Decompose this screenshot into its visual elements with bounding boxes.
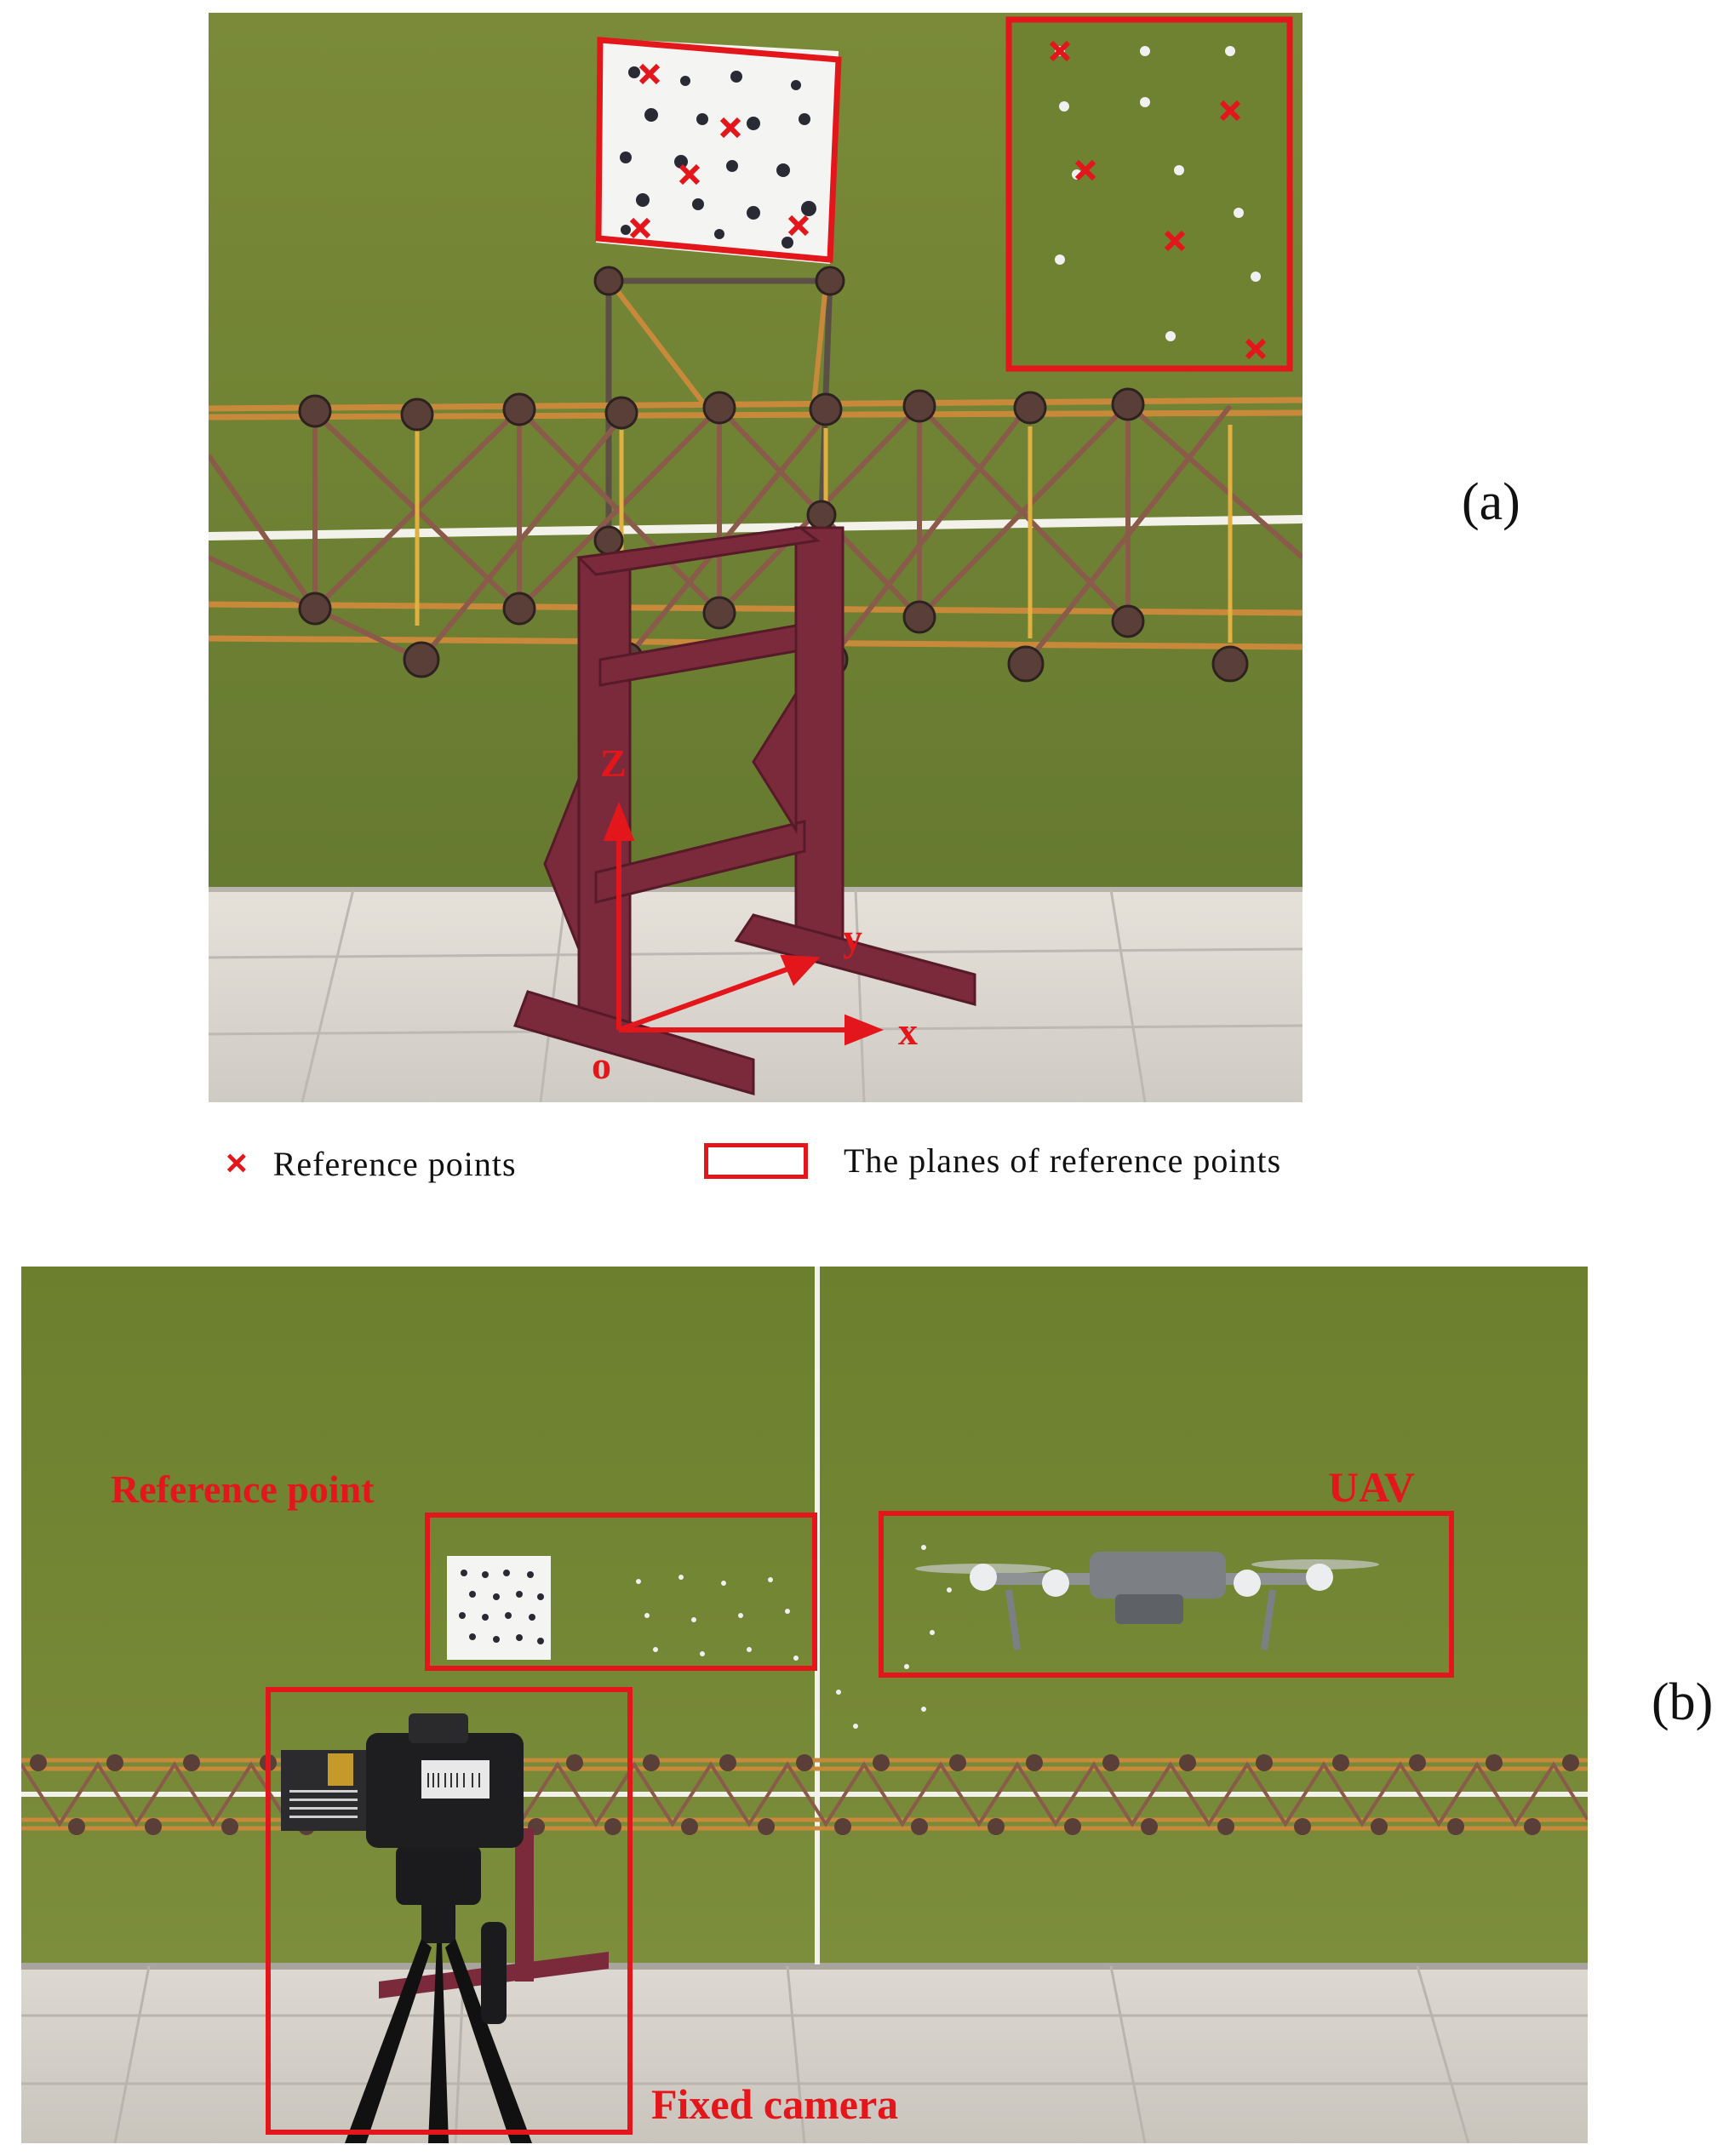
tripod-icon xyxy=(345,1845,532,2143)
uav-box xyxy=(879,1511,1454,1678)
axis-y-label: y xyxy=(843,916,862,959)
cross-marker-icon xyxy=(638,63,661,85)
cross-marker-icon xyxy=(719,117,741,139)
photo-panel-a: Z y x o xyxy=(209,13,1302,1102)
reference-plane-inset xyxy=(1005,16,1293,372)
cross-marker-icon xyxy=(1219,100,1241,122)
cross-marker-icon xyxy=(787,214,810,237)
reference-point-label: Reference point xyxy=(111,1467,375,1511)
reference-point-markers xyxy=(629,40,1267,360)
cross-marker-icon xyxy=(1074,159,1096,181)
reference-point-box xyxy=(425,1513,817,1671)
cross-marker-icon xyxy=(678,163,701,186)
truss-scene-a xyxy=(209,13,1302,1102)
cross-marker-icon xyxy=(629,217,651,239)
panel-b-label: (b) xyxy=(1652,1673,1714,1731)
cross-marker-icon xyxy=(1164,230,1186,252)
legend-planes-label: The planes of reference points xyxy=(844,1141,1282,1180)
axis-origin-label: o xyxy=(592,1044,611,1087)
plane-rect-icon xyxy=(704,1142,808,1179)
legend-reference-points-label: Reference points xyxy=(272,1144,517,1183)
cross-marker-icon: × xyxy=(226,1142,248,1184)
uav-label: UAV xyxy=(1328,1463,1415,1511)
coordinate-axes xyxy=(603,801,885,1046)
truss-nodes xyxy=(298,266,1249,683)
axis-z-label: Z xyxy=(600,741,627,785)
axis-x-label: x xyxy=(898,1009,918,1053)
truss-nodes-b xyxy=(30,1754,1579,1835)
calibration-board xyxy=(596,38,839,264)
cross-marker-icon xyxy=(1245,338,1267,360)
panel-a-label: (a) xyxy=(1462,473,1520,531)
uav-scene-b xyxy=(21,1267,1588,2143)
fixed-camera-box xyxy=(266,1687,633,2135)
legend-reference-points: × Reference points xyxy=(226,1142,517,1185)
legend-planes: The planes of reference points xyxy=(704,1141,1281,1181)
reference-plane-board xyxy=(595,37,842,263)
photo-panel-b: Reference point UAV Fixed camera xyxy=(21,1267,1588,2143)
fixed-camera-label: Fixed camera xyxy=(651,2080,899,2128)
camera-icon xyxy=(281,1713,524,1848)
drone-icon xyxy=(915,1552,1379,1650)
cross-marker-icon xyxy=(1049,40,1071,62)
